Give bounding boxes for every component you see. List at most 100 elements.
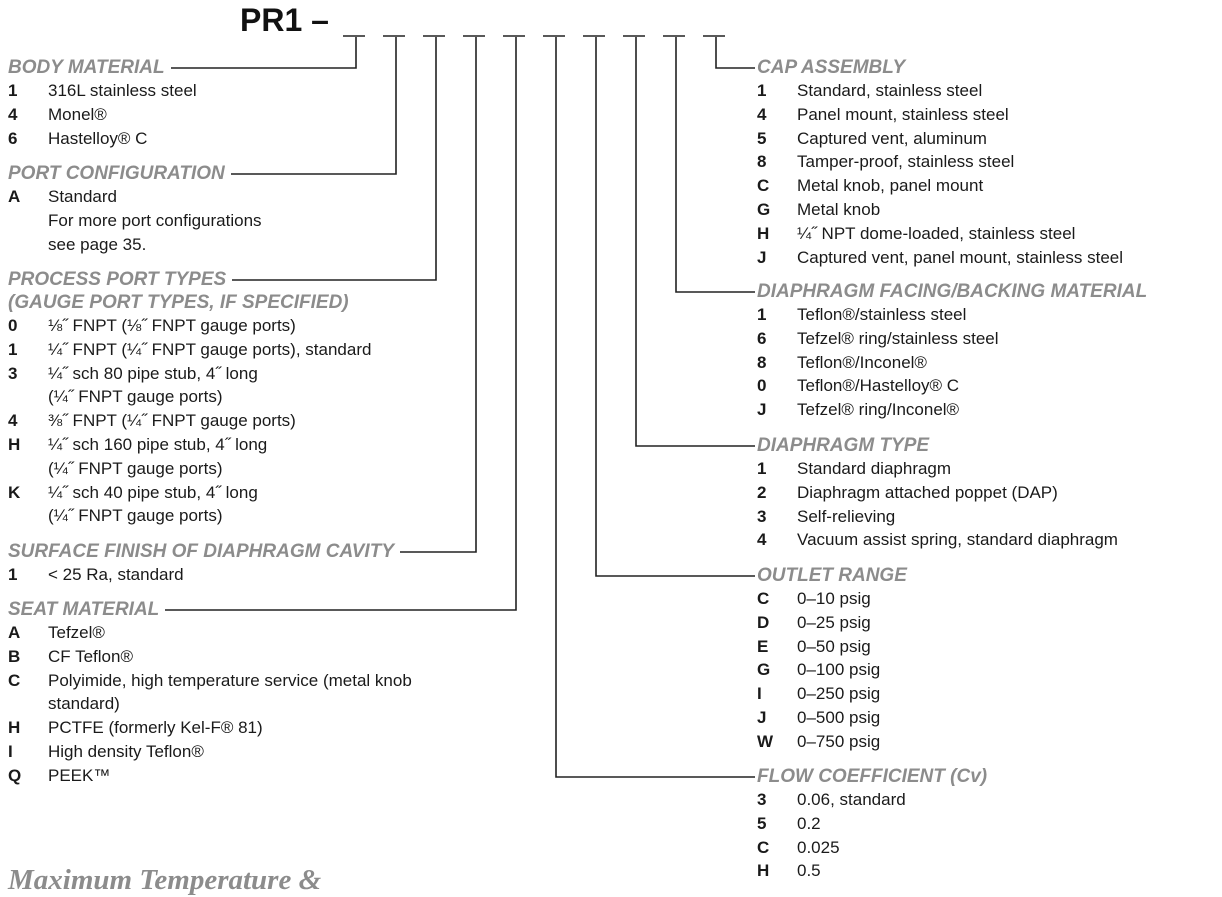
option-code: J: [757, 247, 767, 267]
option-row: 8 Teflon®/Inconel®: [757, 351, 1151, 375]
option-description-line: (¼˝ FNPT gauge ports): [48, 387, 223, 407]
option-code: 4: [8, 411, 18, 431]
option-description: Self-relieving: [797, 505, 1118, 529]
option-description-line: ⅛˝ FNPT (⅛˝ FNPT gauge ports): [48, 316, 296, 335]
option-code: 2: [757, 482, 767, 502]
option-code: J: [757, 400, 767, 420]
option-code: G: [757, 199, 771, 219]
option-code: 8: [757, 352, 767, 372]
option-description-line: Tefzel® ring/Inconel®: [797, 400, 960, 420]
option-code: G: [757, 660, 771, 680]
option-code: 4: [757, 104, 767, 124]
option-code: 6: [8, 128, 18, 148]
option-code: H: [757, 861, 770, 881]
option-description: Teflon®/Inconel®: [797, 351, 1151, 375]
option-description-line: (¼˝ FNPT gauge ports): [48, 458, 223, 478]
leader-line-process: [232, 37, 437, 281]
option-description-line: Standard: [48, 187, 117, 206]
option-description: High density Teflon®: [48, 740, 412, 764]
option-description: Panel mount, stainless steel: [797, 103, 1123, 127]
option-description-line: 0–500 psig: [797, 707, 881, 727]
footer-heading: Maximum Temperature &: [8, 864, 322, 896]
option-description-line: 0–100 psig: [797, 660, 881, 680]
section-heading: (GAUGE PORT TYPES, IF SPECIFIED): [8, 291, 353, 314]
leader-line-facing: [675, 37, 755, 293]
option-description-line: < 25 Ra, standard: [48, 565, 184, 584]
section-heading: PORT CONFIGURATION: [8, 162, 229, 185]
option-row: 1 Standard, stainless steel: [757, 79, 1123, 103]
option-description-line: Tefzel® ring/stainless steel: [797, 328, 999, 348]
option-description-line: ¼˝ sch 40 pipe stub, 4˝ long: [48, 482, 258, 502]
leader-line-outlet: [595, 37, 755, 577]
option-code: 3: [757, 506, 767, 526]
option-row: 1 316L stainless steel: [8, 79, 197, 103]
option-description-line: Captured vent, aluminum: [797, 128, 987, 148]
option-code: K: [8, 482, 21, 502]
option-description: ¼˝ NPT dome-loaded, stainless steel: [797, 222, 1123, 246]
option-code: C: [757, 589, 770, 608]
option-description-line: ¼˝ NPT dome-loaded, stainless steel: [797, 223, 1076, 243]
option-code: E: [757, 636, 769, 656]
option-description-line: Tamper-proof, stainless steel: [797, 152, 1015, 172]
option-code: 5: [757, 128, 767, 148]
option-description: ⅛˝ FNPT (⅛˝ FNPT gauge ports): [48, 314, 371, 338]
option-description: 0–25 psig: [797, 611, 911, 635]
option-code: 1: [757, 305, 767, 324]
option-code: H: [8, 718, 21, 738]
option-description-line: ¼˝ FNPT (¼˝ FNPT gauge ports), standard: [48, 339, 372, 359]
option-description: 316L stainless steel: [48, 79, 197, 103]
option-description: Teflon®/Hastelloy® C: [797, 374, 1151, 398]
option-description: 0.5: [797, 859, 991, 883]
option-description: ¼˝ FNPT (¼˝ FNPT gauge ports), standard: [48, 338, 371, 362]
leader-line-flow: [555, 37, 755, 778]
section-heading: CAP ASSEMBLY: [757, 56, 910, 79]
option-description: Standard, stainless steel: [797, 79, 1123, 103]
option-code: J: [757, 707, 767, 727]
option-code: C: [757, 176, 770, 196]
option-description: PCTFE (formerly Kel-F® 81): [48, 716, 412, 740]
option-description-line: Polyimide, high temperature service (met…: [48, 670, 412, 690]
option-description: 0–100 psig: [797, 658, 911, 682]
option-description: 0–10 psig: [797, 587, 911, 611]
leader-line-seat: [165, 37, 517, 611]
option-description: CF Teflon®: [48, 645, 412, 669]
option-description-line: High density Teflon®: [48, 741, 204, 761]
option-code: 1: [8, 81, 18, 100]
option-description: Diaphragm attached poppet (DAP): [797, 481, 1118, 505]
option-description: Captured vent, panel mount, stainless st…: [797, 246, 1123, 270]
section-note: see page 35.: [48, 234, 147, 254]
option-description-line: 0–50 psig: [797, 636, 871, 656]
option-code: 3: [757, 790, 767, 809]
option-description: < 25 Ra, standard: [48, 563, 398, 587]
option-description-line: 0.5: [797, 861, 821, 881]
option-description: Captured vent, aluminum: [797, 127, 1123, 151]
option-description-line: PCTFE (formerly Kel-F® 81): [48, 718, 263, 738]
option-description-line: 0.025: [797, 837, 840, 857]
option-description-line: 0–25 psig: [797, 612, 871, 632]
option-description: Monel®: [48, 103, 197, 127]
option-code: 1: [757, 459, 767, 478]
option-code: 1: [757, 81, 767, 100]
option-row: J Captured vent, panel mount, stainless s…: [757, 246, 1123, 270]
option-description-line: ⅜˝ FNPT (¼˝ FNPT gauge ports): [48, 411, 296, 431]
option-description-line: Diaphragm attached poppet (DAP): [797, 482, 1058, 502]
option-description: Standard diaphragm: [797, 457, 1118, 481]
section-note: For more port configurations: [48, 210, 262, 230]
option-description: Tefzel® ring/stainless steel: [797, 327, 1151, 351]
option-description: 0–250 psig: [797, 682, 911, 706]
